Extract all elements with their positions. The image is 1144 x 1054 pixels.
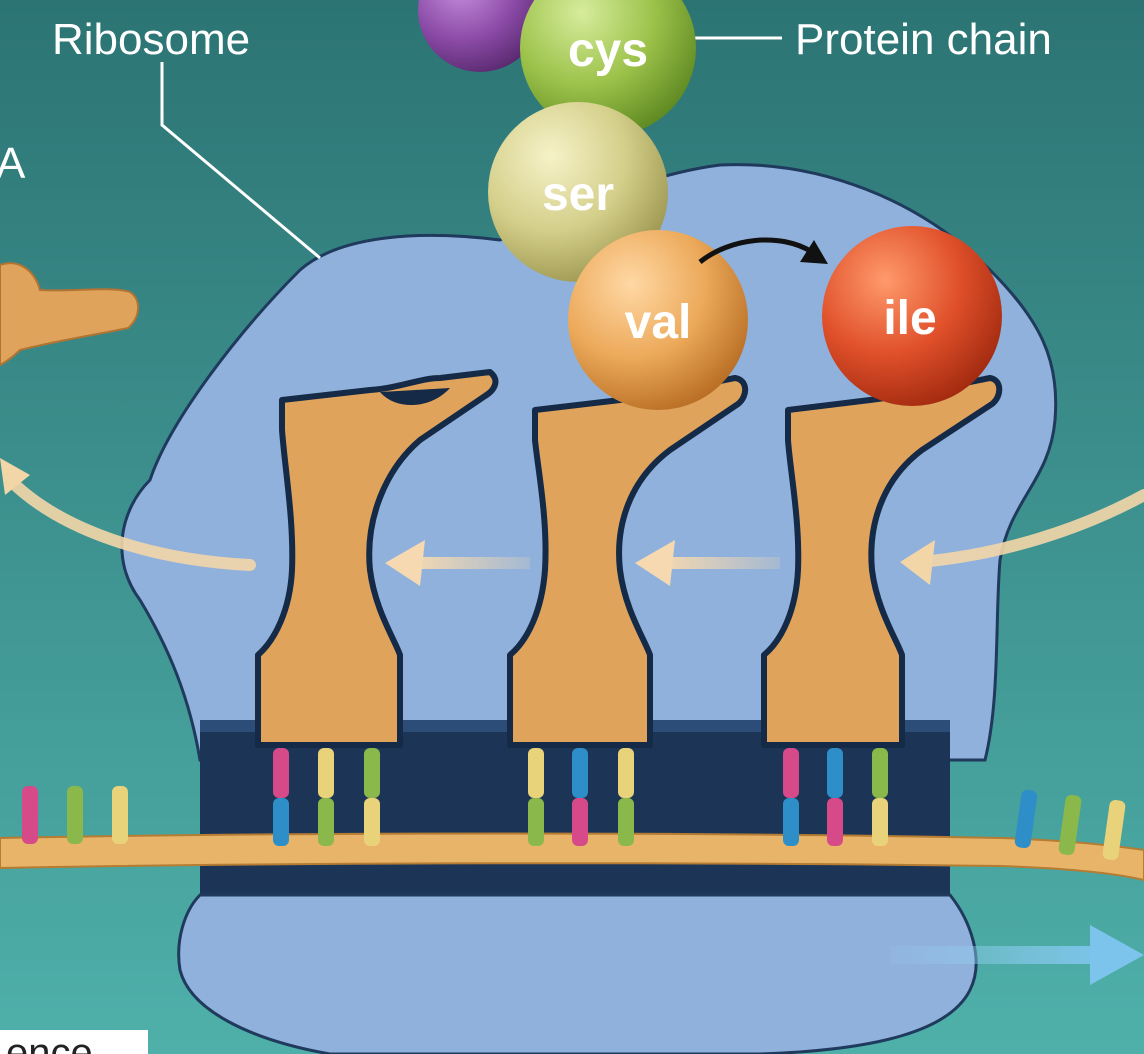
translocation-arrow-1 xyxy=(385,540,530,586)
amino-acid-ile-label: ile xyxy=(883,292,936,345)
bottom-cut-label: ence xyxy=(6,1031,93,1054)
translocation-arrow-2 xyxy=(635,540,780,586)
ribosome-leader-line xyxy=(160,62,321,260)
bottom-label-box xyxy=(0,1030,148,1054)
entry-arrow xyxy=(914,489,1144,568)
cut-label-left: A xyxy=(0,139,26,188)
amino-acid-ser-label: ser xyxy=(542,168,614,221)
trna-p-site xyxy=(507,375,749,748)
ribosome-label: Ribosome xyxy=(52,15,250,64)
amino-acid-val xyxy=(568,230,748,410)
exiting-trna xyxy=(0,262,139,367)
exit-arrow xyxy=(4,474,256,571)
amino-acid-val-label: val xyxy=(625,296,692,349)
codon-bases xyxy=(22,786,1126,861)
anticodon-bases xyxy=(273,748,888,798)
protein-chain-label: Protein chain xyxy=(795,15,1052,64)
trna-e-site xyxy=(255,369,499,748)
amino-acid-ser xyxy=(488,102,668,282)
peptide-bond-arrow xyxy=(698,237,814,264)
amino-acid-cys-label: cys xyxy=(568,24,648,77)
amino-acid-cys xyxy=(520,0,696,136)
trna-a-site xyxy=(761,375,1003,748)
amino-acid-ile xyxy=(822,226,1002,406)
ribosome-small-subunit xyxy=(177,893,978,1054)
amino-acid-purple xyxy=(418,0,542,72)
mrna-direction-arrow xyxy=(890,925,1144,985)
